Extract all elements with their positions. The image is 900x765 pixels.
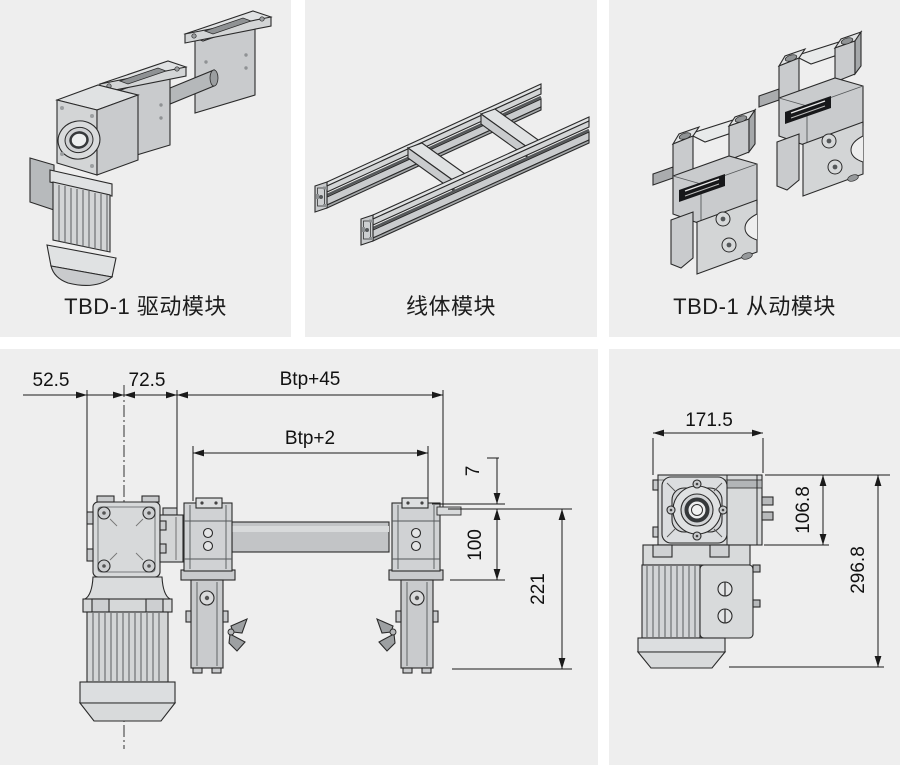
output-housing [159,507,184,563]
side-view-drawing: 171.5 [636,410,890,669]
dim-btp45: Btp+45 [280,369,341,390]
drive-shaft [169,69,219,105]
far-mount-block [183,10,273,114]
drive-module-drawing [29,10,273,286]
horizontal-dimensions: 52.5 72.5 Btp+45 Btp+2 [23,369,444,554]
front-view-drawing: 52.5 72.5 Btp+45 Btp+2 [23,369,572,749]
gearbox-side [652,474,774,546]
motor-side [636,544,761,669]
panel-drive-module: TBD-1 驱动模块 [0,0,291,337]
vertical-dimensions: 7 100 221 [432,457,572,670]
driven-module-caption: TBD-1 从动模块 [673,294,836,319]
drive-module-caption: TBD-1 驱动模块 [64,294,227,319]
width-dimension: 171.5 [652,410,764,475]
dim-296-8: 296.8 [848,546,869,594]
motor-iso [46,169,117,286]
connecting-shaft [231,521,390,553]
driven-module-drawing [652,31,864,275]
panel-driven-module: TBD-1 从动模块 [609,0,900,337]
dim-btp2: Btp+2 [285,428,335,449]
driven-unit-left [652,109,758,275]
panel-line-module: 线体模块 [305,0,597,337]
driven-unit-right [758,31,864,197]
line-module-caption: 线体模块 [405,294,496,319]
height-dimensions: 106.8 296.8 [729,474,890,668]
dim-100: 100 [465,529,486,561]
panel-side-view: 171.5 [609,349,900,765]
motor-front [78,576,177,722]
dim-171-5: 171.5 [685,410,733,431]
dim-52-5: 52.5 [33,370,70,391]
dim-7: 7 [463,466,484,477]
front-rail [360,116,590,246]
dim-72-5: 72.5 [129,370,166,391]
dim-106-8: 106.8 [793,486,814,534]
line-module-drawing [314,83,590,246]
gearbox-front [86,495,161,578]
dim-221: 221 [528,573,549,605]
rail-stub [436,506,462,516]
panel-front-view: 52.5 72.5 Btp+45 Btp+2 [0,349,598,765]
